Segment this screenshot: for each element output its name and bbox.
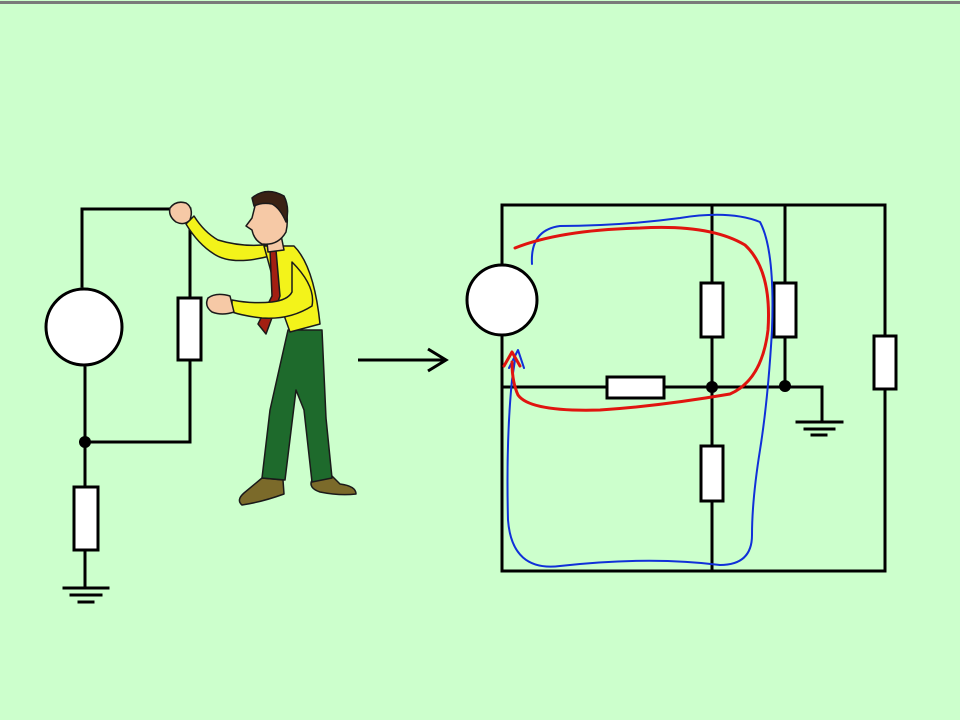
- simple-load-resistor: [176, 296, 203, 362]
- complex-resistor-lower-middle: [699, 444, 725, 503]
- loop-red: [510, 225, 770, 412]
- person-back-arm: [185, 215, 273, 262]
- complex-circuit: [465, 203, 898, 573]
- right-arrow-icon: [358, 347, 449, 373]
- simple-ground-icon: [62, 586, 110, 604]
- person-front-arm: [231, 261, 314, 319]
- top-rule: [0, 1, 960, 4]
- complex-resistor-horizontal: [605, 375, 666, 400]
- loop-red-arrowhead: [502, 350, 522, 368]
- simple-voltage-source: [44, 287, 124, 367]
- loop-blue: [506, 213, 774, 568]
- person-hair: [251, 190, 289, 223]
- complex-resistor-upper-middle: [699, 281, 725, 339]
- complex-voltage-source: [465, 263, 539, 337]
- current-loops: [502, 213, 774, 568]
- person-back-hand: [168, 201, 193, 225]
- complex-node-right: [779, 380, 791, 392]
- person-front-hand: [205, 293, 235, 315]
- simple-circuit-wires: [80, 207, 192, 588]
- simple-circuit: [44, 207, 203, 604]
- complex-resistor-upper-right: [772, 281, 798, 339]
- simple-node: [79, 436, 91, 448]
- person-trousers: [261, 329, 333, 483]
- complex-resistor-far-right: [872, 334, 898, 391]
- complex-ground-icon: [795, 420, 844, 437]
- person-illustration: [168, 190, 357, 506]
- simple-ground-resistor: [72, 485, 100, 552]
- complex-node-middle: [706, 381, 718, 393]
- person-left-shoe: [238, 477, 285, 506]
